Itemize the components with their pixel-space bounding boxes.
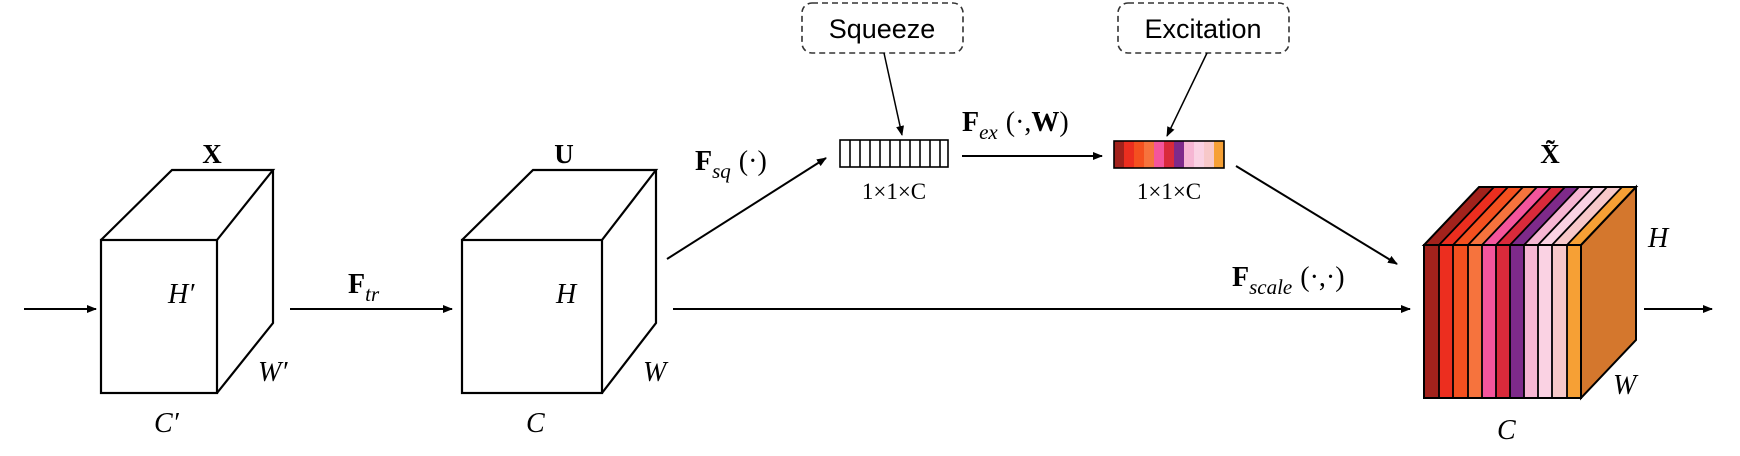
- tensor-x-channel-label: C′: [154, 408, 180, 439]
- channel-slice: [1482, 245, 1496, 398]
- tensor-x-height-label: H′: [167, 279, 195, 310]
- reweight-arrow: [1235, 165, 1398, 265]
- channel-slice: [1453, 245, 1468, 398]
- tensor-x-cube: [99, 168, 276, 395]
- excitation-callout-text: Excitation: [1144, 14, 1261, 44]
- tensor-x-tilde-channel-label: C: [1497, 415, 1516, 446]
- excitation-cell: [1214, 141, 1224, 168]
- excitation-cell: [1164, 141, 1174, 168]
- excitation-cell: [1144, 141, 1154, 168]
- excitation-cell: [1184, 141, 1194, 168]
- excitation-cell: [1204, 141, 1214, 168]
- f-tr-label: Ftr: [348, 269, 380, 306]
- channel-slice: [1524, 245, 1538, 398]
- excitation-cell: [1134, 141, 1144, 168]
- channel-slice: [1567, 245, 1581, 398]
- excitation-vector: [1113, 140, 1225, 169]
- excitation-cell: [1174, 141, 1184, 168]
- tensor-x-label: X: [202, 139, 222, 169]
- excitation-callout-pointer: [1166, 52, 1208, 137]
- tensor-x-width-label: W′: [258, 357, 288, 388]
- channel-slice: [1439, 245, 1453, 398]
- excitation-cell: [1194, 141, 1204, 168]
- excitation-vector-dims: 1×1×C: [1137, 179, 1201, 204]
- squeeze-vector-dims: 1×1×C: [862, 179, 926, 204]
- tensor-u-height-label: H: [555, 279, 578, 310]
- tensor-u-label: U: [554, 139, 574, 169]
- channel-slice: [1538, 245, 1552, 398]
- tensor-x-tilde-width-label: W: [1613, 370, 1639, 401]
- tensor-u-channel-label: C: [526, 408, 545, 439]
- excitation-cell: [1114, 141, 1124, 168]
- excitation-cell: [1154, 141, 1164, 168]
- channel-slice: [1424, 245, 1439, 398]
- tensor-x-tilde-cube: [1421, 184, 1639, 401]
- f-sq-label: Fsq(·): [695, 146, 767, 183]
- tensor-x-tilde-label: X̃: [1540, 139, 1560, 169]
- excitation-callout-box: [1117, 2, 1290, 54]
- squeeze-callout-pointer: [883, 52, 904, 136]
- channel-slice: [1510, 245, 1524, 398]
- squeeze-callout-box: [801, 2, 964, 54]
- tensor-u-cube: [460, 168, 659, 395]
- excitation-cell: [1124, 141, 1134, 168]
- channel-slice: [1552, 245, 1567, 398]
- channel-slice: [1496, 245, 1510, 398]
- squeeze-vector: [839, 139, 949, 168]
- channel-slice: [1468, 245, 1482, 398]
- f-ex-label: Fex(·,W): [962, 107, 1069, 144]
- squeeze-callout-text: Squeeze: [829, 14, 936, 44]
- f-scale-label: Fscale(·,·): [1232, 262, 1345, 299]
- tensor-x-tilde-height-label: H: [1647, 223, 1670, 254]
- tensor-u-width-label: W: [643, 357, 669, 388]
- squeeze-arrow: [666, 157, 827, 260]
